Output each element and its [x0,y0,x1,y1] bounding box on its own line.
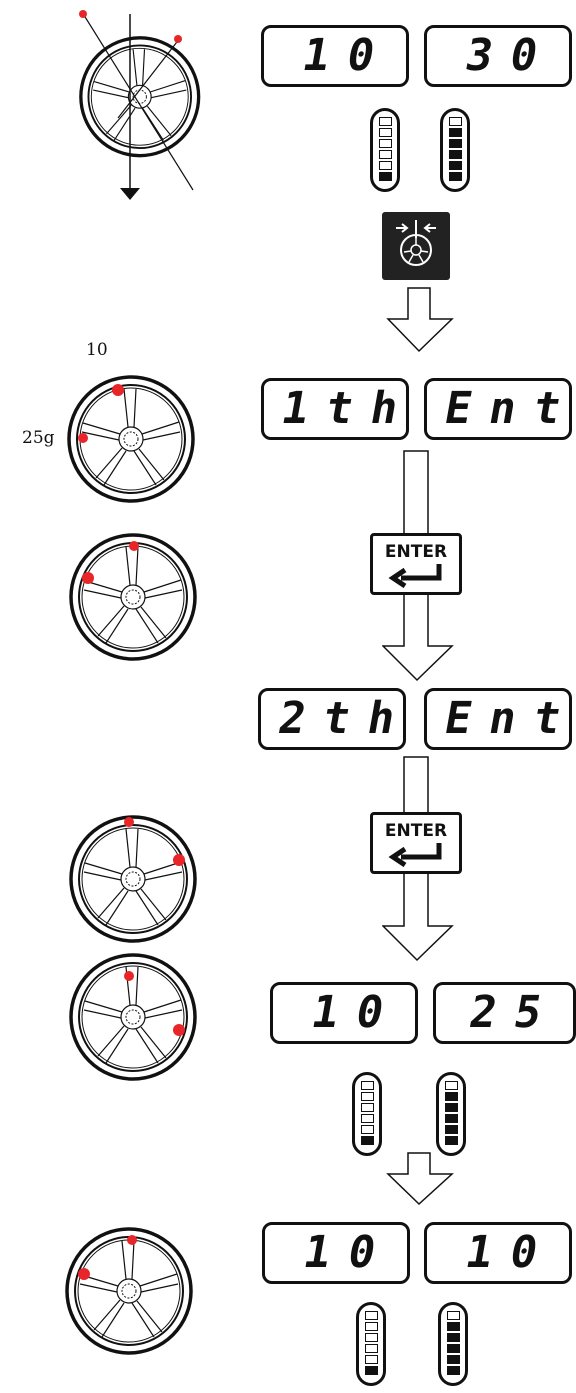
level-segment [365,1311,378,1320]
left-display-step2: 1th [261,378,420,440]
wheel-diagram-initial [68,0,218,205]
level-segment [361,1125,374,1134]
level-segment [445,1125,458,1134]
level-segment [365,1322,378,1331]
level-segment [361,1136,374,1145]
level-segment [447,1355,460,1364]
left-display-step1: 10 [261,25,409,87]
level-segment [361,1092,374,1101]
down-arrow-icon [120,188,140,200]
level-segment [361,1103,374,1112]
wheel-diagram-mark4 [66,950,200,1084]
level-segment [449,161,462,170]
balance-mode-icon [382,212,450,280]
wheel-diagram-mark3 [66,812,200,946]
level-segment [447,1366,460,1375]
left-level-meter [356,1302,386,1386]
left-display-step4: 10 [270,982,418,1044]
right-level-meter [436,1072,466,1156]
wheel-diagram-final [62,1224,196,1358]
right-level-meter [440,108,470,192]
right-display-step5: 10 [424,1222,572,1284]
right-display-step4: 25 [433,982,576,1044]
level-segment [365,1333,378,1342]
level-segment [445,1114,458,1123]
enter-button[interactable]: ENTER [370,533,462,595]
level-segment [379,172,392,181]
level-segment [445,1092,458,1101]
level-segment [447,1333,460,1342]
wheel-diagram-mark2 [66,530,200,664]
enter-key-icon [388,843,442,867]
right-display-step1: 30 [424,25,572,87]
weight-note: 25g [22,428,55,448]
level-segment [379,139,392,148]
level-segment [447,1344,460,1353]
level-segment [445,1103,458,1112]
flow-arrow-icon [386,287,456,357]
level-segment [365,1366,378,1375]
left-level-meter [370,108,400,192]
right-level-meter [438,1302,468,1386]
level-segment [445,1136,458,1145]
level-segment [449,172,462,181]
left-display-step3: 2th [258,688,417,750]
left-level-meter [352,1072,382,1156]
enter-button[interactable]: ENTER [370,812,462,874]
level-segment [447,1322,460,1331]
level-segment [449,139,462,148]
level-segment [361,1081,374,1090]
enter-key-icon [388,564,442,588]
level-segment [379,128,392,137]
spoke-count-note: 10 [86,340,108,360]
level-segment [379,117,392,126]
level-segment [449,150,462,159]
right-display-step2: Ent [424,378,576,440]
level-segment [449,128,462,137]
flow-arrow-icon [386,1152,456,1210]
left-display-step5: 10 [262,1222,410,1284]
level-segment [379,150,392,159]
level-segment [365,1344,378,1353]
level-segment [365,1355,378,1364]
level-segment [445,1081,458,1090]
level-segment [361,1114,374,1123]
level-segment [379,161,392,170]
level-segment [447,1311,460,1320]
wheel-diagram-mark1 [64,372,198,506]
level-segment [449,117,462,126]
right-display-step3: Ent [424,688,576,750]
